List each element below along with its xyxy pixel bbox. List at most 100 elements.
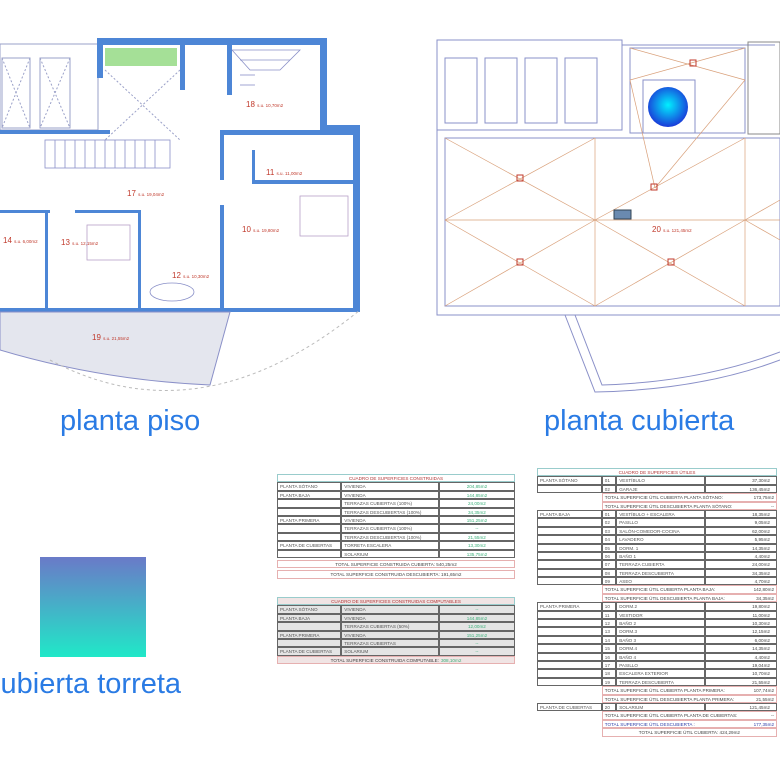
planter (105, 48, 177, 66)
group-cell (277, 549, 342, 558)
bed-dorm2 (299, 195, 349, 237)
total-row: TOTAL SUPERFICIE CONSTRUIDA CUBIERTA: 54… (277, 559, 515, 569)
num-cell: 01 (601, 509, 617, 519)
value-cell: 13,30m2 (438, 541, 515, 550)
value-cell: 11,00m2 (704, 610, 777, 620)
total-cell: TOTAL SUPERFICIE ÚTIL DESCUBIERTA PLANTA… (601, 694, 777, 703)
table-title: CUADRO DE SUPERFICIES CONSTRUIDAS COMPUT… (277, 597, 515, 606)
value-cell: 24,00m2 (438, 499, 515, 508)
num-cell: 01 (601, 476, 617, 485)
group-cell: PLANTA PRIMERA (537, 602, 602, 611)
table-header: CUADRO DE SUPERFICIES CONSTRUIDAS (277, 474, 515, 483)
table-title: CUADRO DE SUPERFICIES ÚTILES (537, 468, 777, 477)
group-cell: PLANTA PRIMERA (277, 630, 342, 639)
total-label: TOTAL SUPERFICIE CONSTRUIDA COMPUTABLE: (330, 657, 439, 663)
total-row: TOTAL SUPERFICIE ÚTIL DESCUBIERTA PLANTA… (537, 501, 777, 510)
total-value: -- (770, 503, 774, 509)
num-cell: 16 (601, 652, 617, 661)
group-cell (537, 577, 602, 586)
value-cell: 135,75m2 (438, 549, 515, 558)
item-cell: TORRETA ESCALERA (341, 541, 439, 550)
value-cell: 9,05m2 (704, 518, 777, 527)
item-cell: TERRAZAS CUBIERTAS (100%) (341, 524, 439, 533)
total-value: -- (770, 713, 774, 719)
total-label: TOTAL SUPERFICIE ÚTIL CUBIERTA PLANTA DE… (604, 713, 738, 719)
item-cell: TERRAZA DESCUBIERTA (616, 677, 705, 687)
num-cell: 07 (601, 560, 617, 569)
value-cell: 151,25m2 (438, 630, 515, 639)
item-cell: VIVIENDA (341, 515, 439, 525)
total-cell: TOTAL SUPERFICIE ÚTIL CUBIERTA PLANTA PR… (601, 686, 777, 695)
num-cell: 15 (601, 644, 617, 653)
item-cell: ASEO (616, 577, 705, 586)
num-cell: 09 (601, 577, 617, 586)
group-cell: PLANTA BAJA (277, 613, 342, 623)
group-cell (537, 635, 602, 645)
item-cell: TERRAZAS CUBIERTAS (341, 638, 439, 648)
value-cell: 4,70m2 (704, 577, 777, 586)
group-cell: PLANTA BAJA (277, 490, 342, 500)
value-cell: 14,35m2 (704, 543, 777, 552)
value-cell: 6,00m2 (704, 635, 777, 645)
total-row: TOTAL SUPERFICIE ÚTIL DESCUBIERTA PLANTA… (537, 593, 777, 603)
table-header: CUADRO DE SUPERFICIES ÚTILES (537, 468, 777, 477)
walls (0, 38, 360, 312)
value-cell: 21,55m2 (438, 532, 515, 542)
room-label-13: 13 s.u. 12,15m2 (61, 238, 99, 247)
num-cell: 19 (601, 677, 617, 687)
group-cell (537, 660, 602, 670)
total-cell: TOTAL SUPERFICIE ÚTIL DESCUBIERTA :177,3… (601, 719, 777, 729)
total-cell: TOTAL SUPERFICIE CONSTRUIDA CUBIERTA: 54… (277, 559, 515, 569)
table-row: TERRAZAS DESCUBIERTAS (100%)21,55m2 (277, 532, 515, 542)
room-label-14: 14 s.u. 6,00m2 (3, 236, 38, 245)
group-cell (537, 619, 602, 628)
item-cell: BAÑO 1 (616, 551, 705, 561)
item-cell: TERRAZAS CUBIERTAS (50%) (341, 622, 439, 631)
group-cell: PLANTA DE CUBIERTAS (277, 541, 342, 550)
total-cell: TOTAL SUPERFICIE ÚTIL CUBIERTA PLANTA SÓ… (601, 493, 777, 502)
total-value: 173,75m2 (753, 495, 774, 501)
item-cell: SALÓN-COMEDOR-COCINA (616, 526, 705, 536)
total-cell: TOTAL SUPERFICIE ÚTIL CUBIERTA PLANTA DE… (601, 711, 777, 720)
bathtub (149, 282, 195, 302)
value-cell: 4,40m2 (704, 551, 777, 561)
value-cell: 19,80m2 (704, 602, 777, 611)
item-cell: VIVIENDA (341, 613, 439, 623)
item-cell: DORM. 1 (616, 543, 705, 552)
jacuzzi-icon (648, 87, 688, 127)
value-cell: -- (438, 647, 515, 656)
table-row: TERRAZAS CUBIERTAS (50%)12,00m2 (277, 622, 515, 631)
room-label-11: 11 s.u. 11,00m2 (266, 168, 303, 177)
item-cell: VIVIENDA (341, 490, 439, 500)
planta-piso-title: planta piso (60, 405, 201, 437)
outlet-icon (613, 209, 632, 220)
roof-slope-lines (444, 47, 780, 307)
group-cell (537, 568, 602, 578)
group-cell: PLANTA SÓTANO (277, 482, 342, 491)
value-cell: 12,00m2 (438, 622, 515, 631)
item-cell: TERRAZA CUBIERTA (616, 560, 705, 569)
item-cell: PASILLO (616, 660, 705, 670)
num-cell: 08 (601, 568, 617, 578)
torreta-swatch (40, 557, 146, 657)
num-cell: 06 (601, 551, 617, 561)
value-cell: 151,25m2 (438, 515, 515, 525)
num-cell: 04 (601, 535, 617, 544)
group-cell (537, 627, 602, 636)
value-cell: 18,35m2 (704, 509, 777, 519)
group-cell (537, 669, 602, 678)
value-cell: 12,15m2 (704, 627, 777, 636)
group-cell (277, 532, 342, 542)
total-row: TOTAL SUPERFICIE ÚTIL CUBIERTA PLANTA BA… (537, 585, 777, 594)
room-label-17: 17 s.u. 19,04m2 (127, 189, 165, 198)
left-upper-area (0, 43, 99, 131)
